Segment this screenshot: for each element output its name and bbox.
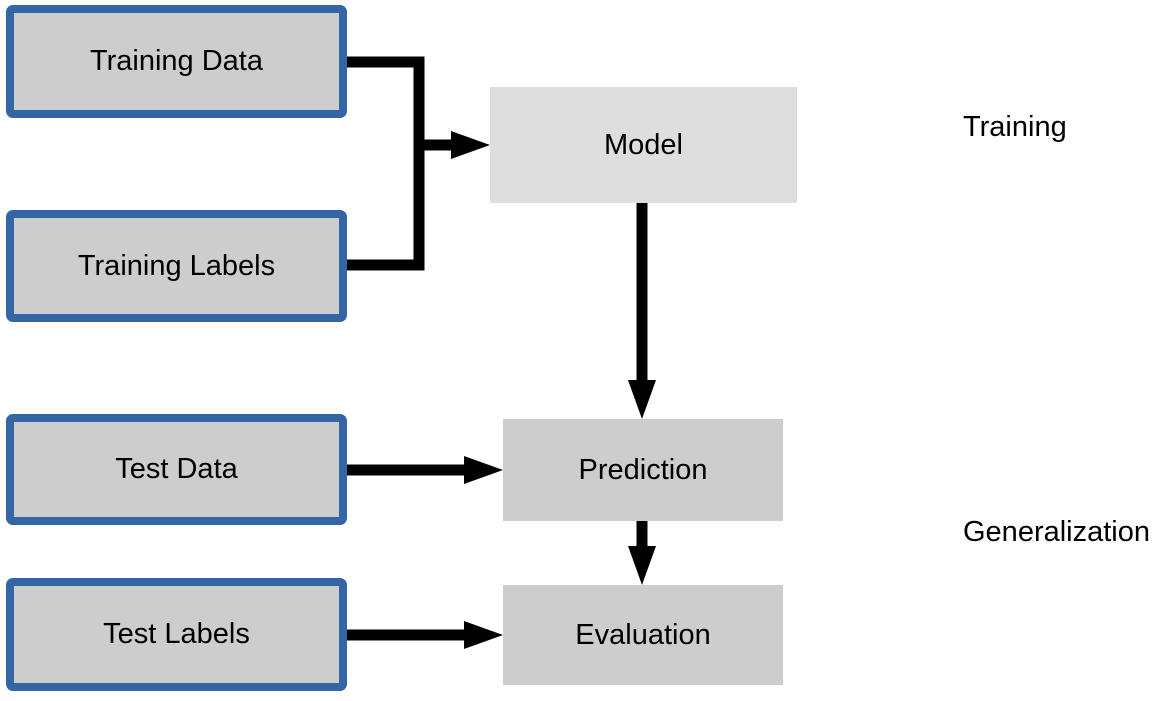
node-test-labels: Test Labels xyxy=(6,578,347,691)
node-model: Model xyxy=(490,87,797,203)
edge-training-merge-line xyxy=(347,56,425,271)
node-test-labels-label: Test Labels xyxy=(103,618,250,651)
node-training-labels: Training Labels xyxy=(6,210,347,322)
node-evaluation-label: Evaluation xyxy=(575,618,711,651)
edge-merge-to-model-arrowhead xyxy=(451,131,490,159)
edge-testdata-to-prediction-arrowhead xyxy=(464,456,503,484)
node-evaluation: Evaluation xyxy=(503,585,783,685)
node-training-data: Training Data xyxy=(6,5,347,118)
node-prediction-label: Prediction xyxy=(578,453,708,486)
annotation-generalization: Generalization xyxy=(963,516,1150,548)
annotation-training: Training xyxy=(963,111,1067,143)
edge-testlabels-to-evaluation-arrowhead xyxy=(464,621,503,649)
edge-model-to-prediction-arrowhead xyxy=(628,380,656,419)
node-test-data: Test Data xyxy=(6,414,347,525)
node-test-data-label: Test Data xyxy=(115,453,238,486)
node-model-label: Model xyxy=(604,128,683,161)
edge-prediction-to-evaluation-arrowhead xyxy=(628,546,656,585)
node-training-data-label: Training Data xyxy=(89,45,263,78)
node-prediction: Prediction xyxy=(503,419,783,521)
node-training-labels-label: Training Labels xyxy=(77,249,276,282)
